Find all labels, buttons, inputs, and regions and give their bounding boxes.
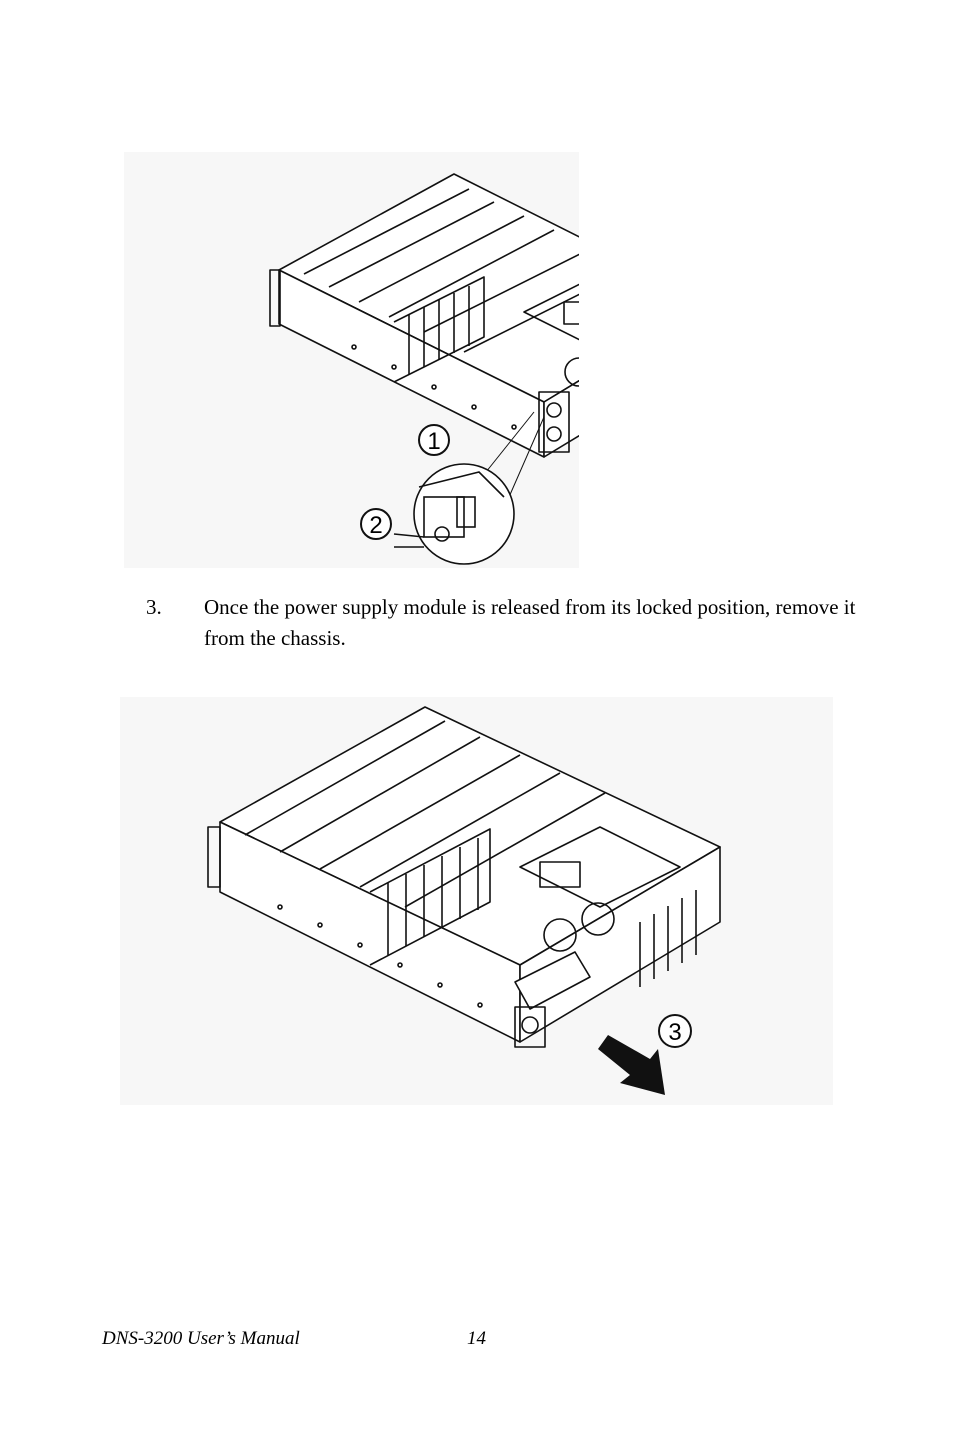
magnifier-detail xyxy=(393,463,515,565)
footer-manual-title: DNS-3200 User’s Manual xyxy=(102,1328,300,1349)
footer-page-number: 14 xyxy=(467,1328,486,1349)
chassis-illustration: 3 xyxy=(207,706,721,1095)
svg-text:2: 2 xyxy=(369,512,382,539)
pull-arrow-icon xyxy=(598,1035,665,1095)
svg-text:3: 3 xyxy=(668,1019,681,1046)
figure-power-supply-removal: 3 xyxy=(120,697,833,1105)
step-number: 3. xyxy=(146,595,162,619)
callout-2: 2 xyxy=(360,508,392,540)
figure-power-supply-release: 1 2 xyxy=(124,152,579,568)
callout-1: 1 xyxy=(418,424,450,456)
callout-3: 3 xyxy=(658,1014,692,1048)
step-text: Once the power supply module is released… xyxy=(204,595,856,650)
chassis-illustration: 1 2 xyxy=(269,173,579,565)
svg-text:1: 1 xyxy=(427,428,440,455)
